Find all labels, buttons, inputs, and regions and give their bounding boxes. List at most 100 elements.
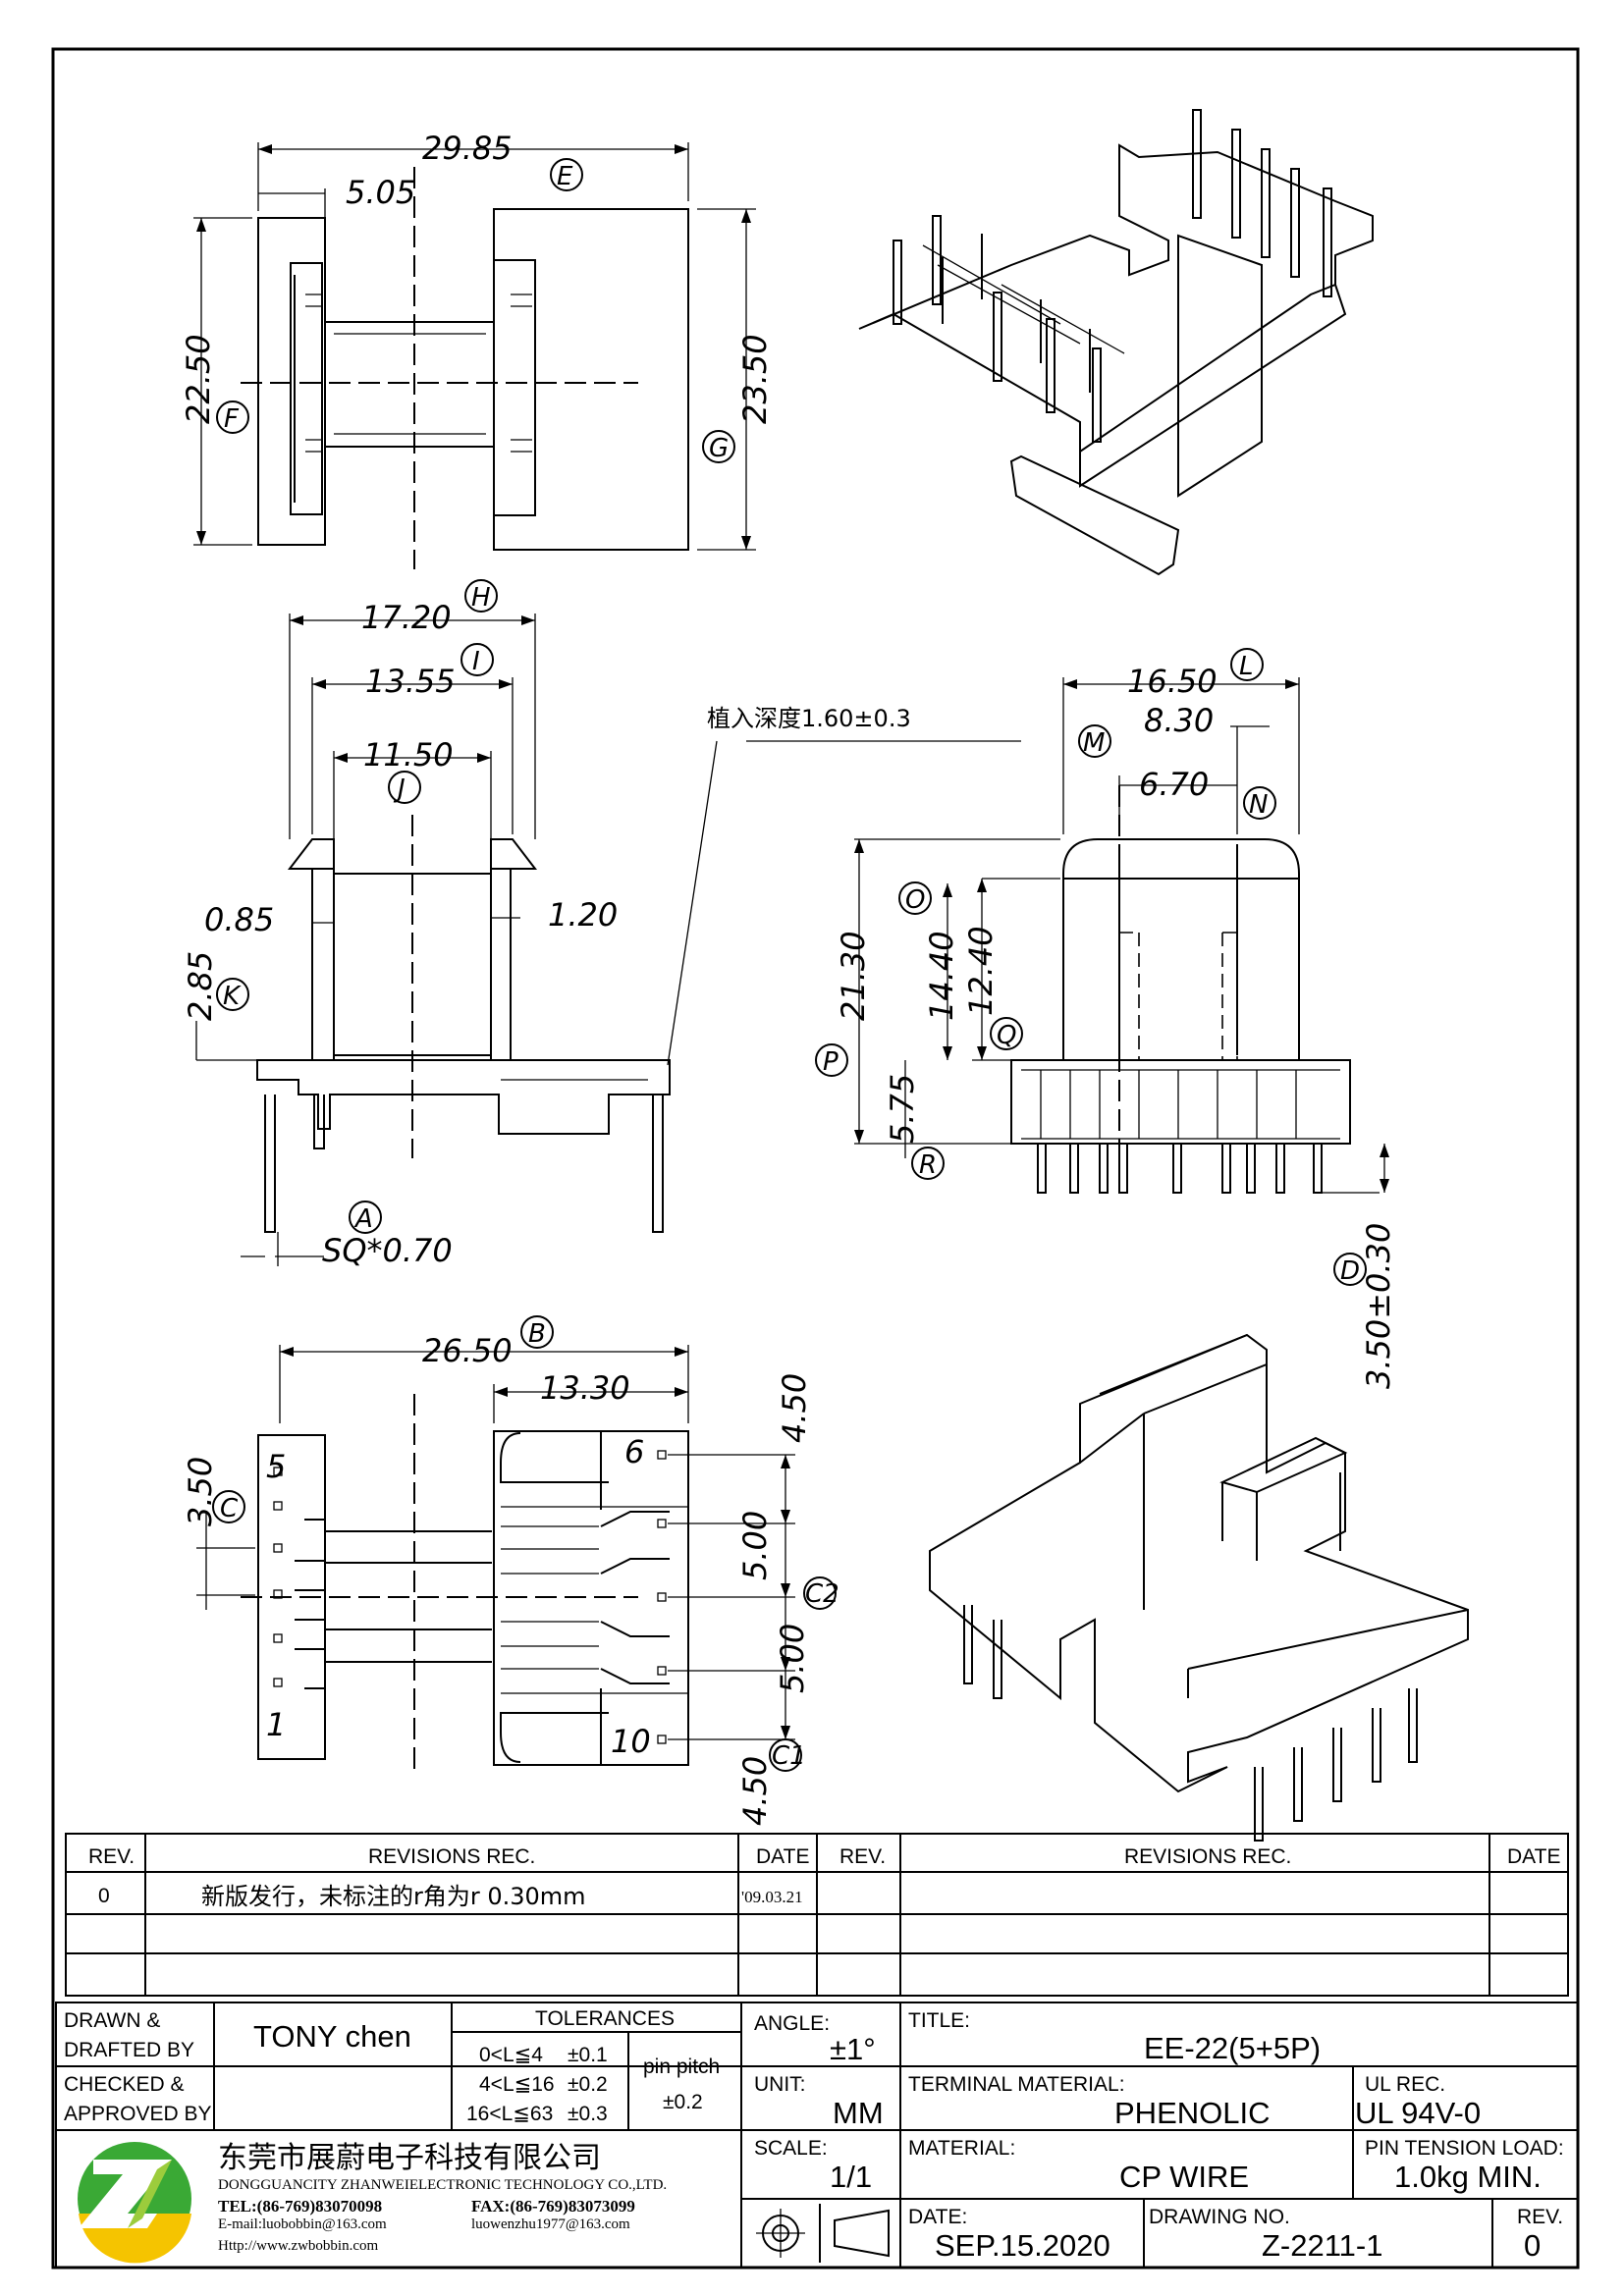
dim-flange-thickness: 5.05 (346, 174, 415, 211)
company-name-cn: 东莞市展蔚电子科技有限公司 (218, 2141, 601, 2175)
dim-flange-height: 2.85 (182, 951, 219, 1021)
dim-height-right: 23.50 (736, 334, 774, 424)
right-flange-outline (493, 208, 689, 551)
iso-body (858, 143, 1374, 454)
date-header-right: DATE (1507, 1845, 1560, 1868)
pin-tension-value: 1.0kg MIN. (1394, 2160, 1542, 2194)
marker-C: C (220, 1494, 239, 1523)
date-header-left: DATE (756, 1845, 809, 1868)
rec-header-left: REVISIONS REC. (368, 1845, 535, 1868)
dim-height-left: 22.50 (180, 334, 217, 424)
marker-L: L (1239, 652, 1254, 681)
marker-R: R (919, 1150, 937, 1180)
material-value: CP WIRE (1119, 2160, 1249, 2194)
drawing-no-value: Z-2211-1 (1262, 2228, 1383, 2263)
insertion-note: 植入深度1.60±0.3 (667, 705, 1021, 1066)
front-base (256, 1059, 671, 1135)
rev-row-0-rec: 新版发行，未标注的r角为r 0.30mm (201, 1883, 586, 1910)
scale-label: SCALE: (754, 2137, 828, 2160)
dim-core-offset: 6.70 (1139, 766, 1209, 803)
side-view: 16.50 8.30 6.70 21.30 14.40 12.40 5.75 3… (815, 648, 1397, 1389)
front-pins (264, 1095, 664, 1233)
revisions-table: REV. REVISIONS REC. DATE REV. REVISIONS … (65, 1833, 1569, 1997)
pin-label-5: 5 (266, 1448, 286, 1485)
left-flange-inner (290, 262, 323, 515)
dim-pin-length: 3.50±0.30 (1360, 1223, 1397, 1389)
ul-rec-value: UL 94V-0 (1355, 2096, 1481, 2130)
dim-pin-size: SQ*0.70 (322, 1232, 453, 1269)
dim-pitch-a: 4.50 (776, 1373, 813, 1443)
checked-label-2: APPROVED BY (64, 2103, 212, 2125)
rev-label: REV. (1517, 2206, 1563, 2228)
dim-side-width: 16.50 (1127, 663, 1218, 700)
dim-width-inner: 11.50 (363, 736, 454, 774)
dim-height-a: 14.40 (923, 931, 960, 1021)
title-block: DRAWN & DRAFTED BY TONY chen CHECKED & A… (55, 2002, 1579, 2269)
dim-wall-left: 0.85 (204, 901, 274, 938)
pin-tension-label: PIN TENSION LOAD: (1365, 2137, 1564, 2160)
dim-pitch-d: 4.50 (736, 1756, 774, 1826)
iso-core (1177, 234, 1263, 498)
marker-G: G (709, 434, 729, 463)
side-base (1010, 1059, 1351, 1145)
marker-C2: C2 (805, 1579, 839, 1609)
iso-bottom-body (929, 1333, 1469, 1793)
unit-value: MM (833, 2096, 884, 2130)
marker-C1: C1 (772, 1741, 806, 1771)
iso-view-bottom (929, 1333, 1469, 1842)
marker-A: A (353, 1204, 373, 1234)
dim-pitch-c: 5.00 (774, 1624, 811, 1693)
terminal-material-value: PHENOLIC (1114, 2096, 1270, 2130)
date-label: DATE: (908, 2206, 967, 2228)
iso-bottom-pins (963, 1605, 1418, 1842)
dim-height-total: 21.30 (835, 931, 872, 1021)
company-fax: FAX:(86-769)83073099 (471, 2197, 635, 2216)
drawn-by: TONY chen (253, 2019, 411, 2054)
tolerances-label: TOLERANCES (535, 2007, 675, 2030)
dim-height-b: 12.40 (962, 926, 1000, 1016)
marker-P: P (823, 1047, 839, 1077)
iso-base-plate (1009, 454, 1180, 576)
rev-header-left: REV. (88, 1845, 135, 1868)
marker-H: H (471, 583, 491, 613)
company-name-en: DONGGUANCITY ZHANWEIELECTRONIC TECHNOLOG… (218, 2177, 667, 2193)
dim-pitch-end: 3.50 (182, 1457, 219, 1526)
insertion-depth-note: 植入深度1.60±0.3 (707, 705, 911, 732)
dim-width-outer: 17.20 (361, 599, 452, 636)
dim-side-half-width: 8.30 (1144, 702, 1214, 739)
pin-label-10: 10 (611, 1723, 651, 1760)
company-email-1: E-mail:luobobbin@163.com (218, 2216, 387, 2232)
top-view: 29.85 5.05 22.50 23.50 E F G (180, 130, 774, 569)
tol-range-0: 0<L≦4 (479, 2044, 543, 2066)
dim-bottom-length: 26.50 (422, 1332, 513, 1369)
marker-E: E (557, 162, 573, 191)
iso-view-top (858, 109, 1374, 576)
company-logo-icon (78, 2142, 191, 2264)
pin-label-1: 1 (266, 1706, 286, 1743)
unit-label: UNIT: (754, 2073, 806, 2096)
core-outline (325, 321, 494, 448)
title-value: EE-22(5+5P) (1144, 2031, 1321, 2065)
marker-I: I (472, 647, 480, 676)
company-tel: TEL:(86-769)83070098 (218, 2197, 382, 2216)
dim-base-height: 5.75 (884, 1074, 921, 1144)
tol-value-0: ±0.1 (568, 2044, 608, 2066)
marker-Q: Q (997, 1021, 1016, 1050)
dim-width-mid: 13.55 (365, 663, 456, 700)
bottom-pin-holes (273, 1450, 667, 1744)
dim-wall-right: 1.20 (548, 896, 618, 934)
checked-label-1: CHECKED & (64, 2073, 185, 2096)
pin-label-6: 6 (624, 1433, 644, 1470)
terminal-material-label: TERMINAL MATERIAL: (908, 2073, 1125, 2096)
material-label: MATERIAL: (908, 2137, 1015, 2160)
marker-O: O (905, 885, 925, 915)
pin-pitch-label: pin pitch (643, 2056, 720, 2078)
tol-value-2: ±0.3 (568, 2103, 608, 2125)
marker-D: D (1340, 1256, 1360, 1286)
title-label: TITLE: (908, 2009, 970, 2032)
marker-B: B (528, 1319, 546, 1349)
side-pins (1037, 1144, 1323, 1194)
scale-value: 1/1 (830, 2160, 872, 2194)
drawn-label-2: DRAFTED BY (64, 2039, 194, 2061)
